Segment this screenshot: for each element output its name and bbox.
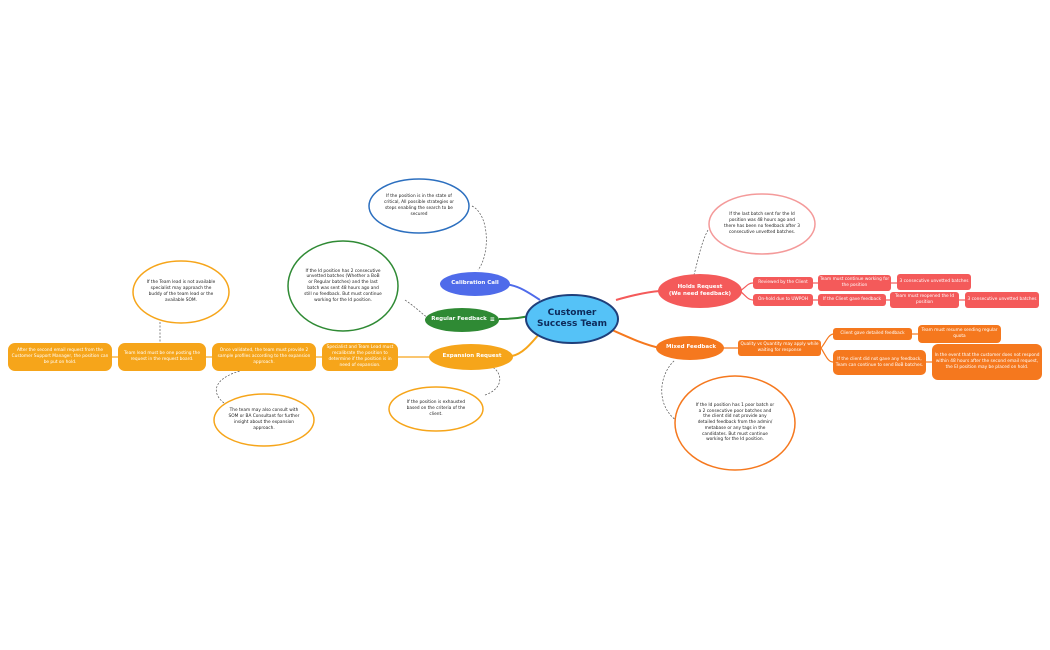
mixed-event-shape bbox=[932, 344, 1042, 380]
exp-step2-shape bbox=[212, 343, 316, 371]
connector-mixed bbox=[611, 329, 661, 349]
holds-node-shape bbox=[658, 274, 742, 308]
holds-b2c-shape bbox=[965, 292, 1039, 308]
center-node[interactable]: Customer Success Team bbox=[536, 307, 607, 329]
callout-mixed bbox=[661, 359, 681, 424]
holds-branch-onhold[interactable]: On-hold due to UWPOH bbox=[757, 297, 809, 303]
regular-node-shape bbox=[425, 308, 499, 332]
connector-holds-b2 bbox=[739, 290, 754, 301]
mixed-detailed[interactable]: Client gave detailed feedback bbox=[840, 331, 905, 337]
expansion-step-2[interactable]: Once validated, the team must provide 2 … bbox=[217, 348, 311, 365]
bubble-mixed-shape bbox=[674, 375, 796, 471]
expansion-exhausted-note: If the position is exhausted based on th… bbox=[406, 400, 466, 417]
mixed-event[interactable]: In the event that the customer does not … bbox=[934, 353, 1040, 370]
bubble-exhausted-shape bbox=[388, 386, 484, 432]
mixed-resume[interactable]: Team must resume sending regular quota bbox=[921, 328, 998, 339]
connector-mixed-detailed bbox=[820, 333, 834, 349]
bubble-holds-shape bbox=[708, 193, 816, 255]
expansion-step-4[interactable]: After the second email request from the … bbox=[11, 348, 109, 365]
mixed-no-feedback[interactable]: If the client did not gave any feedback,… bbox=[835, 356, 924, 368]
calibration-node[interactable]: Calibration Call bbox=[451, 280, 499, 287]
mixed-quality[interactable]: Quality vs Quantity may apply while wait… bbox=[740, 342, 819, 353]
bubble-lead-shape bbox=[132, 260, 230, 324]
holds-b2a-shape bbox=[818, 294, 886, 306]
holds-node[interactable]: Holds Request (We need feedback) bbox=[668, 283, 732, 297]
holds-branch-onhold-a[interactable]: If the Client gave feedback bbox=[822, 297, 882, 303]
connector-holds-b1 bbox=[739, 282, 754, 292]
bubble-consult-shape bbox=[213, 393, 315, 447]
callout-calibration bbox=[471, 205, 487, 271]
calibration-note: If the position is in the state of criti… bbox=[384, 194, 454, 217]
expansion-step-1[interactable]: Specialist and Team Lead must recalibrat… bbox=[326, 345, 394, 368]
holds-note: If the last batch sent for the Id positi… bbox=[724, 212, 800, 235]
mixed-detailed-shape bbox=[833, 328, 912, 340]
expansion-node-shape bbox=[429, 344, 513, 370]
expansion-lead-note: If the Team lead is not available specia… bbox=[146, 280, 216, 303]
exp-step1-shape bbox=[322, 343, 398, 371]
notes-icon: ≡ bbox=[489, 315, 495, 323]
bubble-regular-shape bbox=[287, 240, 399, 332]
mixed-node[interactable]: Mixed Feedback bbox=[666, 344, 716, 351]
callout-holds bbox=[692, 229, 709, 279]
callout-regular bbox=[404, 299, 433, 320]
regular-node-label: Regular Feedback bbox=[431, 316, 487, 323]
connector-holds bbox=[615, 290, 661, 301]
holds-branch-reviewed-a[interactable]: Team must continue working for the posit… bbox=[819, 277, 890, 288]
holds-b1a-shape bbox=[818, 275, 891, 291]
holds-b1-shape bbox=[753, 277, 813, 289]
expansion-step-3[interactable]: Team lead must be one posting the reques… bbox=[124, 351, 200, 362]
mixed-quality-shape bbox=[738, 340, 821, 356]
holds-b2-shape bbox=[753, 294, 813, 306]
bubble-calibration-shape bbox=[368, 178, 470, 234]
holds-branch-reviewed[interactable]: Reviewed by the Client bbox=[758, 280, 808, 286]
mixed-note: If the Id position has 1 poor batch or a… bbox=[695, 402, 775, 443]
holds-b2b-shape bbox=[890, 292, 959, 308]
expansion-consult-note: The team may also consult with SOM or BA… bbox=[228, 408, 300, 431]
holds-b1b-shape bbox=[897, 274, 971, 290]
callout-exhausted bbox=[484, 366, 501, 396]
regular-node[interactable]: Regular Feedback ≡ bbox=[428, 313, 498, 327]
regular-note: If the Id position has 2 consecutive unv… bbox=[304, 268, 382, 303]
mixed-node-shape bbox=[656, 336, 724, 360]
holds-branch-onhold-c[interactable]: 3 consecutive unvetted batches bbox=[967, 297, 1037, 303]
expansion-node[interactable]: Expansion Request bbox=[442, 353, 502, 360]
holds-branch-onhold-b[interactable]: Team must reopened the Id position bbox=[894, 294, 955, 305]
mixed-nofb-shape bbox=[833, 350, 926, 375]
callout-consult bbox=[215, 370, 241, 404]
exp-step4-shape bbox=[8, 343, 112, 371]
connector-mixed-nofb bbox=[820, 347, 834, 363]
exp-step3-shape bbox=[118, 343, 206, 371]
mixed-resume-shape bbox=[918, 325, 1001, 343]
calibration-node-shape bbox=[440, 272, 510, 296]
holds-branch-reviewed-b[interactable]: 3 consecutive unvetted batches bbox=[899, 279, 969, 285]
center-node-shape bbox=[525, 294, 619, 344]
